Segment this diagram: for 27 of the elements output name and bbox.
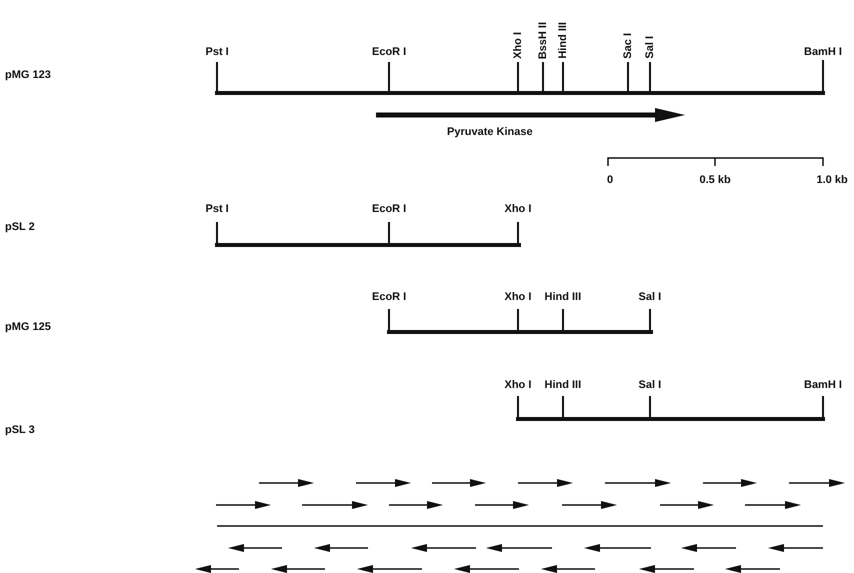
clone-name: pSL 2 <box>5 222 35 232</box>
restriction-site-label: BamH I <box>804 47 842 58</box>
restriction-site-label: Hind III <box>558 22 568 59</box>
restriction-site-label: EcoR I <box>372 47 406 58</box>
restriction-site-label: Pst I <box>206 47 229 58</box>
restriction-site-label: Pst I <box>206 204 229 215</box>
clone-name: pMG 125 <box>5 322 51 332</box>
restriction-site-label: Sal I <box>638 292 662 303</box>
restriction-site-label: Xho I <box>504 204 532 215</box>
scale-label: 1.0 kb <box>816 175 848 186</box>
restriction-site-label: Hind III <box>544 380 582 391</box>
restriction-site-label: EcoR I <box>372 292 406 303</box>
restriction-site-label: Xho I <box>512 32 524 59</box>
restriction-site-label: Xho I <box>504 380 532 391</box>
restriction-site-label: EcoR I <box>372 204 406 215</box>
restriction-site-label: Sac I <box>622 33 634 59</box>
restriction-site-label: BamH I <box>804 380 842 391</box>
clone-name: pMG 123 <box>5 70 51 80</box>
restriction-site-label: Xho I <box>504 292 532 303</box>
gene-label: Pyruvate Kinase <box>447 127 533 138</box>
restriction-site-label: Sal I <box>638 380 662 391</box>
restriction-site-label: Sal I <box>644 36 656 59</box>
restriction-site-label: BssH II <box>538 22 548 60</box>
scale-label: 0 <box>607 175 614 186</box>
clone-name: pSL 3 <box>5 424 35 436</box>
restriction-site-label: Hind III <box>544 292 582 303</box>
scale-label: 0.5 kb <box>700 175 731 186</box>
